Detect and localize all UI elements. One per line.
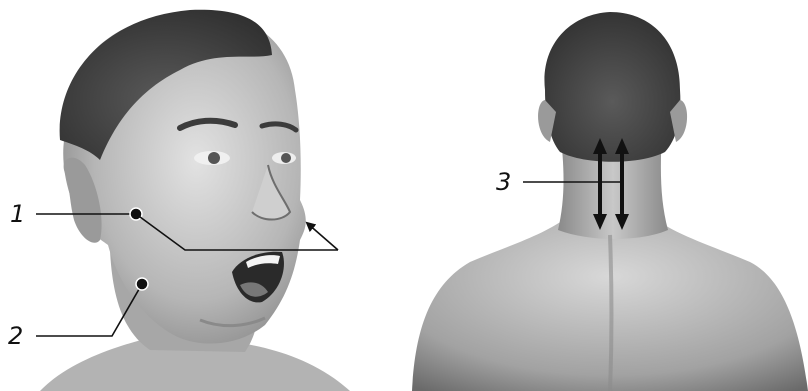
front-iris-right	[208, 152, 220, 164]
label-3: 3	[496, 168, 511, 196]
label-1: 1	[10, 200, 25, 228]
arrow-to-nose	[307, 223, 338, 250]
label-2: 2	[8, 322, 23, 350]
back-spine-shadow	[610, 235, 612, 391]
marker-point-2	[136, 278, 148, 290]
back-head	[544, 12, 680, 162]
back-head-figure	[412, 12, 808, 391]
front-iris-left	[281, 153, 291, 163]
front-head-figure	[40, 10, 350, 391]
